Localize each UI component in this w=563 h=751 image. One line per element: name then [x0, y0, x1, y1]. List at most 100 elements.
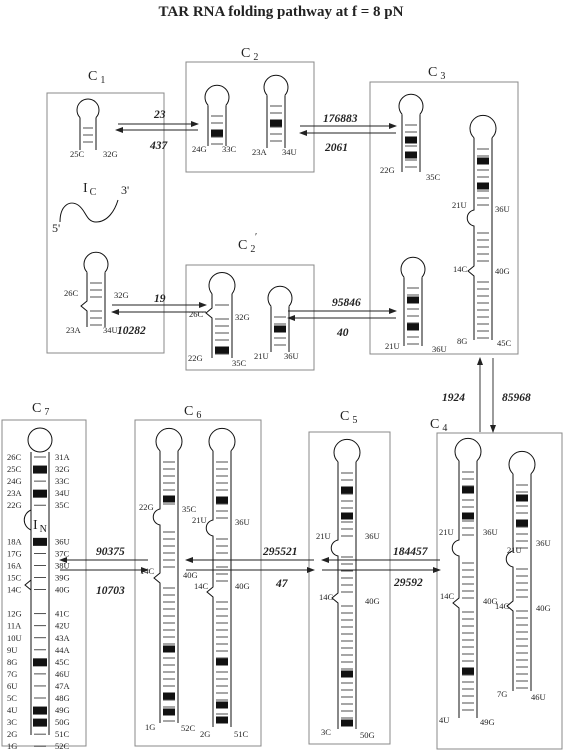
hairpin-c6a-loop — [155, 428, 183, 452]
c7-left-label: 24G — [7, 476, 22, 486]
c6b-21-label: 21U — [192, 515, 207, 525]
c7-right-label: 35C — [55, 500, 70, 510]
c7-left-label: 3C — [7, 717, 17, 727]
c7-highlight-pair — [33, 537, 47, 546]
c7-left-label: 15C — [7, 573, 22, 583]
rate-295521: 295521 — [262, 546, 298, 558]
hairpin-c5-loop — [333, 439, 361, 463]
c4b-40-label: 40G — [536, 603, 551, 613]
c3a-left-label: 22G — [380, 165, 395, 175]
hairpin-c6b-highlight-pair-1 — [216, 496, 228, 504]
c3c-14-label: 14C — [453, 264, 468, 274]
hairpin-c6b-loop — [208, 428, 236, 452]
c5-3-label: 3C — [321, 727, 331, 737]
hairpin-c3a-loop — [398, 93, 424, 115]
state-box-c6 — [134, 419, 262, 747]
rate-437: 437 — [149, 140, 169, 152]
c7-right-label: 43A — [55, 633, 71, 643]
c7-bulge — [23, 509, 32, 531]
hairpin-c5-strand-left — [330, 461, 339, 729]
hairpin-c2pb — [267, 285, 293, 352]
c5-14-label: 14C — [319, 592, 334, 602]
hairpin-c3a-highlight-pair-2 — [405, 151, 417, 159]
rate-23: 23 — [153, 109, 166, 121]
rate-95846: 95846 — [332, 297, 361, 309]
c1b-32-label: 32G — [114, 290, 129, 300]
hairpin-c1b — [80, 251, 109, 327]
c4a-4-label: 4U — [439, 715, 449, 725]
c3c-45-label: 45C — [497, 338, 512, 348]
c3c-8-label: 8G — [457, 336, 467, 346]
c7-right-label: 46U — [55, 669, 70, 679]
c6b-51-label: 51C — [234, 729, 249, 739]
c7-right-label: 38U — [55, 560, 70, 570]
c7-right-label: 37C — [55, 548, 70, 558]
c7-right-label: 41C — [55, 609, 70, 619]
five-prime-end: 5' — [52, 221, 60, 235]
rate-85968: 85968 — [502, 392, 531, 404]
c6a-22-label: 22G — [139, 502, 154, 512]
c3c-21-label: 21U — [452, 200, 467, 210]
hairpin-c4b-loop — [508, 451, 536, 475]
c3c-36-label: 36U — [495, 204, 510, 214]
hairpin-c3a — [398, 93, 424, 172]
c7-left-label: 11A — [7, 621, 22, 631]
hairpin-c2pa — [205, 271, 236, 358]
c5-50-label: 50G — [360, 730, 375, 740]
hairpin-c3a-highlight-pair-1 — [405, 136, 417, 144]
c7-right-label: 40G — [55, 585, 70, 595]
state-box-c3 — [369, 81, 519, 355]
c4b-46-label: 46U — [531, 692, 546, 702]
hairpin-c5-highlight-pair-3 — [341, 670, 353, 678]
c2pb-left-label: 21U — [254, 351, 269, 361]
rate-184457: 184457 — [393, 546, 429, 558]
c7-left-label: 8G — [7, 657, 17, 667]
svg-text:C3: C3 — [428, 65, 445, 82]
c7-left-label: 22G — [7, 500, 22, 510]
c7-left-label: 10U — [7, 633, 22, 643]
c7-highlight-pair — [33, 658, 47, 667]
three-prime-end: 3' — [121, 183, 129, 197]
rate-10282: 10282 — [117, 325, 146, 337]
hairpin-c5 — [330, 439, 361, 729]
svg-text:C4: C4 — [430, 417, 447, 434]
hairpin-c6a-highlight-pair-2 — [163, 645, 175, 653]
hairpin-c5-highlight-pair-2 — [341, 512, 353, 520]
hairpin-c4a-loop — [454, 438, 482, 462]
state-box-c1 — [46, 92, 165, 354]
c7-left-label: 26C — [7, 452, 22, 462]
c6a-14-label: 14C — [140, 566, 155, 576]
state-box-c4 — [436, 432, 563, 750]
c1a-right-label: 32G — [103, 149, 118, 159]
svg-text:C1: C1 — [88, 69, 105, 86]
c7-left-label: 23A — [7, 488, 23, 498]
c6b-40-label: 40G — [235, 581, 250, 591]
rate-labels: 23 437 176883 2061 19 10282 95846 40 192… — [96, 109, 531, 597]
hairpin-c1a-loop — [76, 98, 100, 118]
hairpin-c2a-loop — [204, 84, 230, 106]
rate-1924: 1924 — [442, 392, 465, 404]
rate-47: 47 — [275, 578, 289, 590]
c3a-right-label: 35C — [426, 172, 441, 182]
hairpin-c2pa-loop — [208, 271, 236, 295]
c2a-left-label: 24G — [192, 144, 207, 154]
hairpin-c3b — [400, 256, 426, 346]
hairpin-c3c — [466, 115, 497, 340]
c7-left-label: 2G — [7, 729, 17, 739]
c6a-40-label: 40G — [183, 570, 198, 580]
c2pa-35-label: 35C — [232, 358, 247, 368]
c7-left-label: 5C — [7, 693, 17, 703]
svg-text:C2: C2 — [241, 46, 258, 63]
c4a-21-label: 21U — [439, 527, 454, 537]
hairpin-c6b-strand-left — [205, 450, 214, 727]
hairpin-c2a — [204, 84, 230, 146]
c7-left-label: 7G — [7, 669, 17, 679]
hairpin-c6b-highlight-pair-4 — [216, 716, 228, 724]
